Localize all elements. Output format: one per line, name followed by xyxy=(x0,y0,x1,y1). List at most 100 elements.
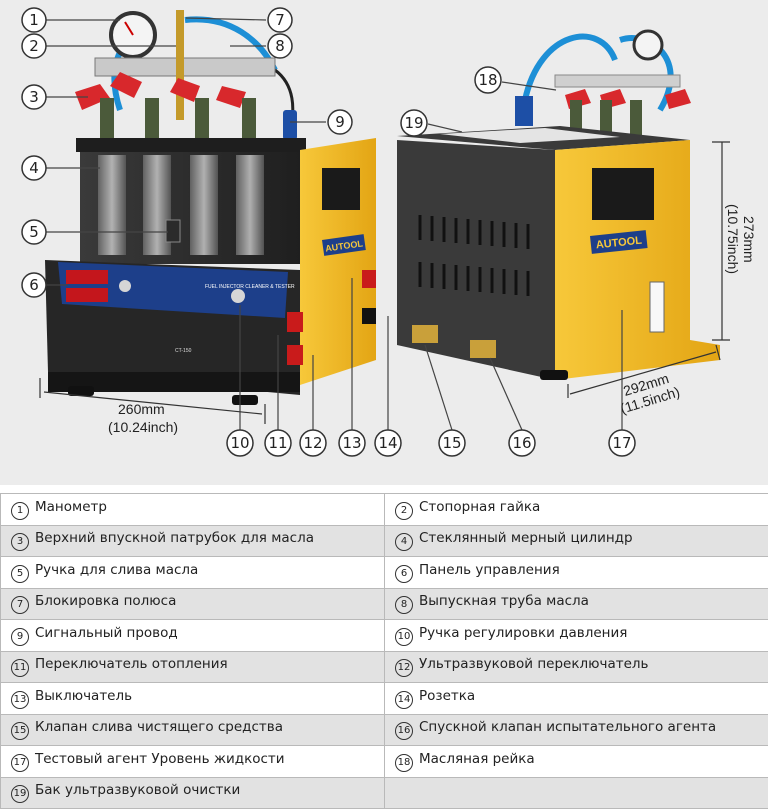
legend-cell: 12 Ультразвуковой переключатель xyxy=(384,650,768,683)
callout-19: 19 xyxy=(400,109,428,137)
callout-6: 6 xyxy=(21,272,47,298)
svg-text:11: 11 xyxy=(268,434,287,452)
svg-text:18: 18 xyxy=(478,71,497,89)
glass-cylinders xyxy=(98,155,264,255)
leader-lines xyxy=(46,17,623,431)
legend-number: 18 xyxy=(395,753,413,772)
legend-cell: 8 Выпускная труба масла xyxy=(384,587,768,620)
legend-number: 8 xyxy=(395,596,413,615)
legend-label: Стопорная гайка xyxy=(419,498,541,515)
legend-cell: 7 Блокировка полюса xyxy=(0,587,385,620)
legend-number: 12 xyxy=(395,659,413,678)
svg-text:4: 4 xyxy=(29,159,39,177)
svg-text:12: 12 xyxy=(303,434,322,452)
legend-number: 13 xyxy=(11,690,29,709)
legend-label: Сигнальный провод xyxy=(35,624,178,641)
height-inch-label: (10.75inch) xyxy=(725,204,741,274)
legend-number: 14 xyxy=(395,690,413,709)
legend-number: 1 xyxy=(11,501,29,520)
legend-cell-empty xyxy=(384,776,768,809)
callout-10: 10 xyxy=(226,429,254,457)
legend-label: Масляная рейка xyxy=(419,750,535,767)
dimension-lines xyxy=(39,141,730,424)
svg-text:3: 3 xyxy=(29,88,39,106)
legend-label: Клапан слива чистящего средства xyxy=(35,719,284,736)
legend-label: Тестовый агент Уровень жидкости xyxy=(35,750,285,767)
callout-16: 16 xyxy=(508,429,536,457)
ultrasonic-tank xyxy=(440,128,620,143)
legend-label: Ручка регулировки давления xyxy=(419,624,628,641)
legend-cell: 1 Манометр xyxy=(0,493,385,526)
callout-8: 8 xyxy=(267,33,293,59)
product-diagram: AUTOOL FUEL INJECTOR CLEANER & TESTER CT… xyxy=(0,0,768,485)
legend-number: 19 xyxy=(11,785,29,804)
svg-text:15: 15 xyxy=(442,434,461,452)
legend-number: 4 xyxy=(395,533,413,552)
height-mm-label: 273mm xyxy=(741,216,757,263)
legend-label: Манометр xyxy=(35,498,107,515)
legend-label: Розетка xyxy=(419,687,476,704)
legend-label: Бак ультразвуковой очистки xyxy=(35,782,241,799)
callout-13: 13 xyxy=(338,429,366,457)
rear-machine: AUTOOL xyxy=(397,29,720,380)
legend-number: 11 xyxy=(11,659,29,678)
legend-label: Переключатель отопления xyxy=(35,656,228,673)
svg-text:2: 2 xyxy=(29,37,39,55)
legend-number: 3 xyxy=(11,533,29,552)
machine-illustration: AUTOOL FUEL INJECTOR CLEANER & TESTER CT… xyxy=(21,7,757,457)
width-inch-label: (10.24inch) xyxy=(108,419,178,435)
legend-label: Стеклянный мерный цилиндр xyxy=(419,530,633,547)
callout-4: 4 xyxy=(21,155,47,181)
callout-15: 15 xyxy=(438,429,466,457)
legend-number: 2 xyxy=(395,501,413,520)
legend-number: 6 xyxy=(395,564,413,583)
svg-text:7: 7 xyxy=(275,11,285,29)
injector-clips xyxy=(75,72,246,110)
legend-cell: 11 Переключатель отопления xyxy=(0,650,385,683)
callout-5: 5 xyxy=(21,219,47,245)
legend-cell: 9 Сигнальный провод xyxy=(0,619,385,652)
callout-14: 14 xyxy=(374,429,402,457)
callout-17: 17 xyxy=(608,429,636,457)
panel-model: CT-150 xyxy=(175,348,192,354)
svg-text:6: 6 xyxy=(29,276,39,294)
panel-label: FUEL INJECTOR CLEANER & TESTER xyxy=(205,284,295,290)
callout-3: 3 xyxy=(21,84,47,110)
callout-7: 7 xyxy=(267,7,293,33)
legend-label: Ультразвуковой переключатель xyxy=(419,656,649,673)
legend-number: 9 xyxy=(11,627,29,646)
svg-text:16: 16 xyxy=(512,434,531,452)
callout-1: 1 xyxy=(21,7,47,33)
legend-label: Ручка для слива масла xyxy=(35,561,199,578)
svg-text:1: 1 xyxy=(29,11,39,29)
legend-cell: 10 Ручка регулировки давления xyxy=(384,619,768,652)
callout-9: 9 xyxy=(327,109,353,135)
legend-cell: 18 Масляная рейка xyxy=(384,745,768,778)
legend-cell: 2 Стопорная гайка xyxy=(384,493,768,526)
legend-number: 7 xyxy=(11,596,29,615)
svg-text:8: 8 xyxy=(275,37,285,55)
svg-text:5: 5 xyxy=(29,223,39,241)
legend-label: Блокировка полюса xyxy=(35,593,177,610)
svg-text:13: 13 xyxy=(342,434,361,452)
control-panel xyxy=(58,262,288,318)
legend-number: 10 xyxy=(395,627,413,646)
legend-number: 16 xyxy=(395,722,413,741)
legend-number: 15 xyxy=(11,722,29,741)
fluid-level-window xyxy=(649,281,665,333)
legend-label: Выпускная труба масла xyxy=(419,593,589,610)
legend-cell: 4 Стеклянный мерный цилиндр xyxy=(384,524,768,557)
brand-logo-rear: AUTOOL xyxy=(595,235,643,252)
front-machine: AUTOOL FUEL INJECTOR CLEANER & TESTER CT… xyxy=(45,10,376,405)
